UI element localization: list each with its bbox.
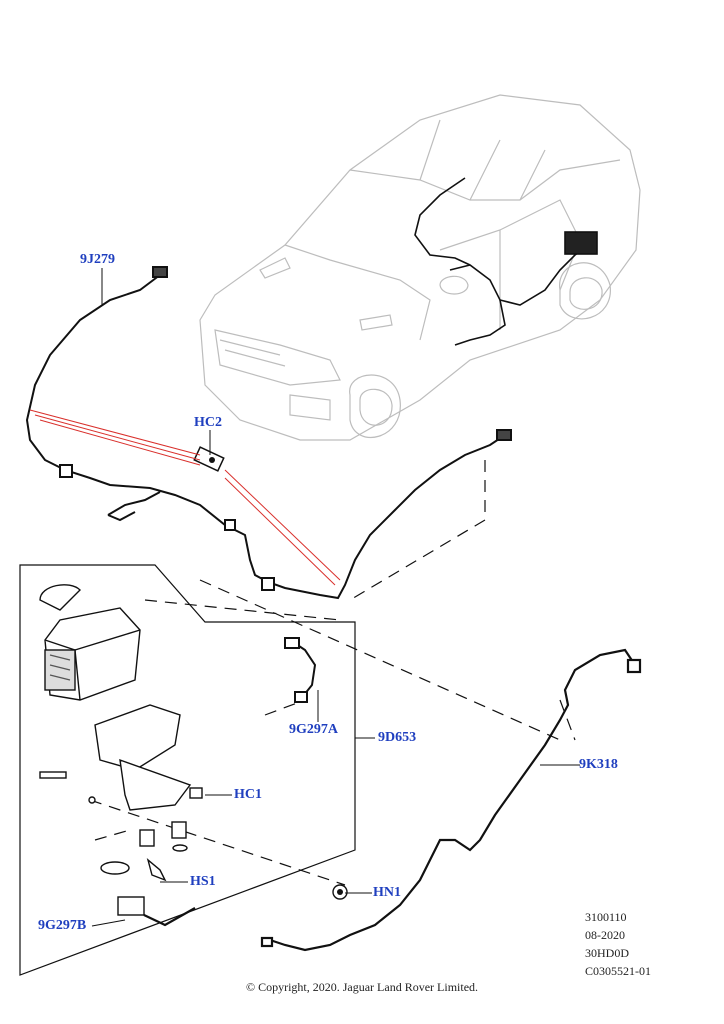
callout-9J279[interactable]: 9J279: [80, 252, 115, 267]
meta-line-1: 3100110: [585, 910, 627, 924]
callout-HC2[interactable]: HC2: [194, 415, 222, 430]
harness-9J279[interactable]: [25, 266, 512, 600]
routing-dashed-lines: [89, 460, 576, 886]
callout-9G297B[interactable]: 9G297B: [38, 918, 87, 933]
meta-line-4: C0305521-01: [585, 964, 651, 978]
hose-9G297A[interactable]: [284, 637, 317, 703]
callout-9K318[interactable]: 9K318: [579, 757, 618, 772]
callout-9D653[interactable]: 9D653: [378, 730, 417, 745]
callout-leaders: [91, 268, 580, 927]
meta-line-3: 30HD0D: [585, 946, 629, 960]
nut-HN1[interactable]: [332, 884, 348, 900]
canister-assembly[interactable]: [39, 584, 203, 927]
red-leader-lines: [29, 409, 341, 586]
callout-9G297A[interactable]: 9G297A: [289, 722, 338, 737]
vehicle-harness: [414, 177, 598, 346]
callout-HN1[interactable]: HN1: [373, 885, 401, 900]
vehicle-illustration: [199, 94, 641, 441]
callout-HS1[interactable]: HS1: [190, 874, 216, 889]
meta-line-2: 08-2020: [585, 928, 625, 942]
callout-HC1[interactable]: HC1: [234, 787, 262, 802]
clip-HC2[interactable]: [193, 446, 225, 472]
copyright-notice: © Copyright, 2020. Jaguar Land Rover Lim…: [245, 980, 479, 994]
inset-box: [19, 564, 356, 976]
hose-9K318[interactable]: [260, 648, 642, 952]
